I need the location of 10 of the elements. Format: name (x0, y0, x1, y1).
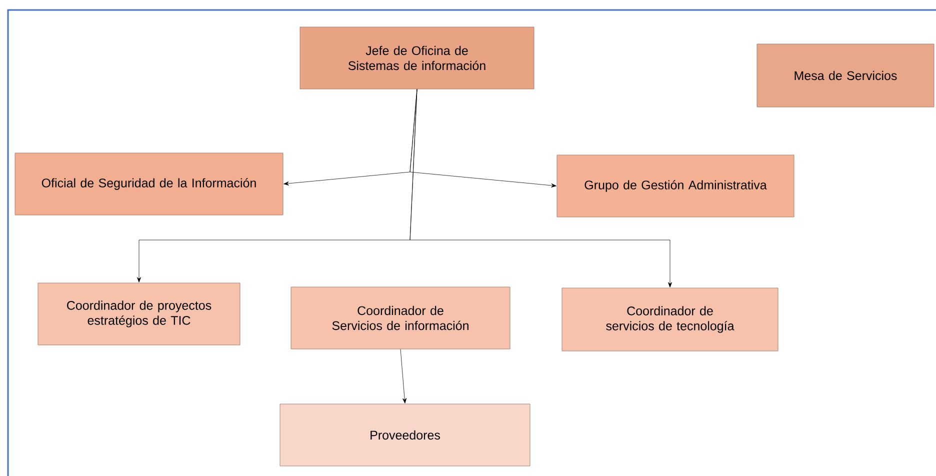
org-box: Coordinador de Servicios de información (290, 286, 510, 350)
arrow (410, 89, 672, 288)
org-box: Mesa de Servicios (756, 44, 934, 108)
org-box: Proveedores (280, 404, 530, 466)
org-box: Coordinador de servicios de tecnología (562, 288, 778, 352)
org-box: Oficial de Seguridad de la Información (14, 152, 284, 216)
org-box: Jefe de Oficina de Sistemas de información (300, 26, 534, 90)
org-box: Grupo de Gestión Administrativa (556, 154, 794, 218)
org-box: Coordinador de proyectos estratégios de TIC (38, 282, 240, 346)
arrow (400, 348, 407, 404)
